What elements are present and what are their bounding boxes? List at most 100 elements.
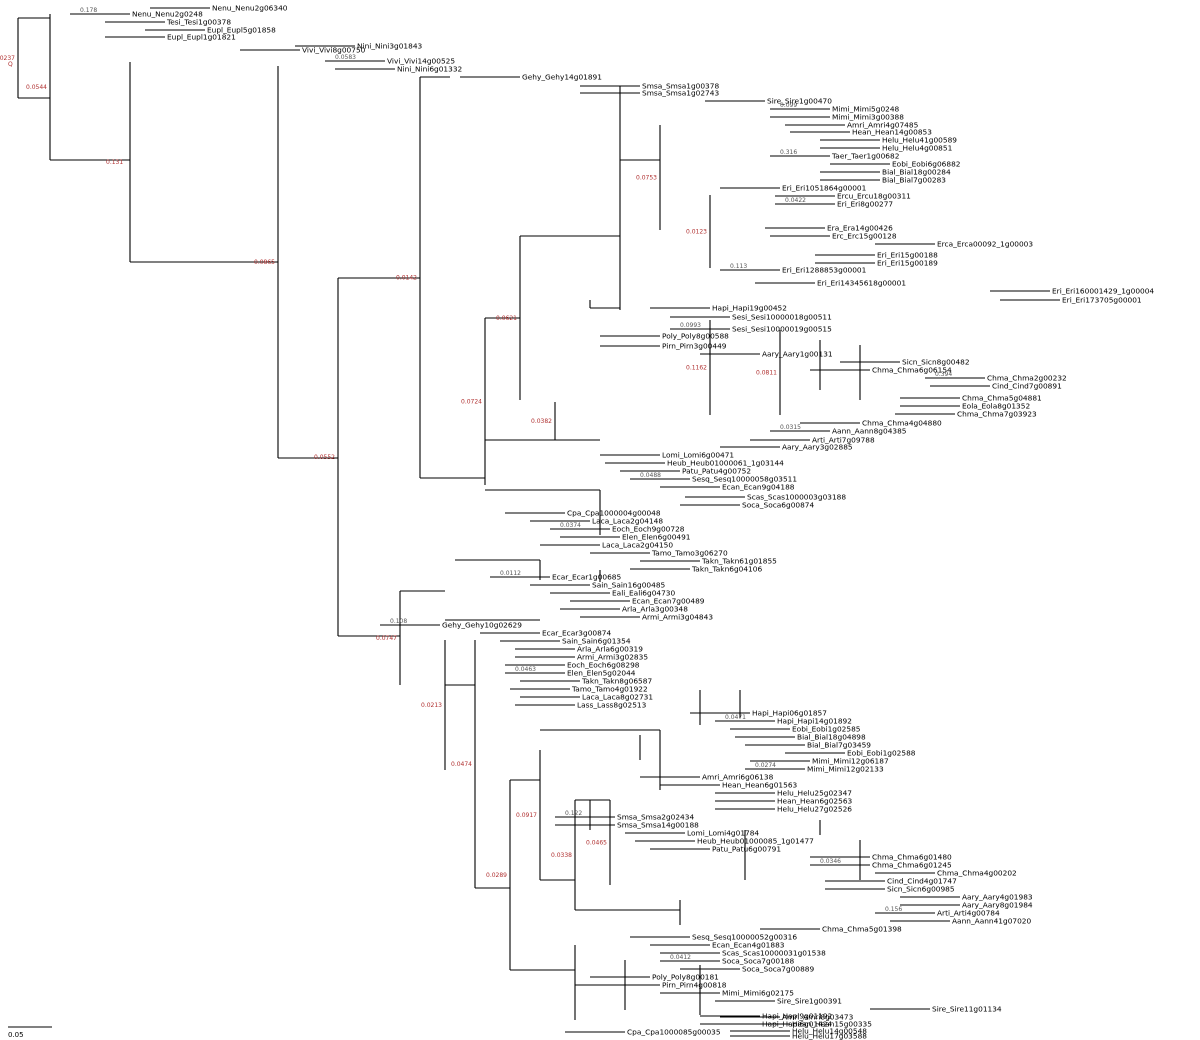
leaf-label: Helu_Helu14g00548 [792, 1027, 867, 1036]
branch-length-label: 0.0993 [680, 322, 701, 329]
leaf-label: Aary_Aary3g02885 [782, 443, 853, 452]
leaf-label: Soca_Soca7g00889 [742, 965, 815, 974]
leaf-label: Soca_Soca6g00874 [742, 501, 815, 510]
leaf-label: Chma_Chma6g06154 [872, 366, 952, 375]
leaf-label: Laca_Laca2g04148 [592, 517, 663, 526]
leaf-label: Eupl_Eupl5g01858 [207, 26, 276, 35]
leaf-label: Smsa_Smsa1g00378 [642, 82, 719, 91]
branch-length-label: 0.0374 [560, 522, 581, 529]
leaf-label: Eobi_Eobi6g06882 [892, 160, 960, 169]
root-marker: Q [8, 61, 13, 68]
leaf-label: Eoch_Eoch9g00728 [612, 525, 685, 534]
leaf-label: Chma_Chma2g00232 [987, 374, 1067, 383]
branch-length-label: 0.0112 [500, 570, 521, 577]
leaf-label: Sire_Sire11g01134 [932, 1005, 1002, 1014]
leaf-label: Hean_Hean6g01563 [722, 781, 798, 790]
leaf-label: Eola_Eola8g01352 [962, 402, 1030, 411]
node-support-label: 0.0465 [586, 840, 607, 847]
leaf-label: Nini_Nini6g01332 [397, 65, 462, 74]
leaf-label: Aary_Aary8g01984 [962, 901, 1033, 910]
node-support-label: 0.0474 [451, 761, 472, 768]
leaf-label: Hapi_Hapi9g01192 [762, 1012, 832, 1021]
leaf-label: Eri_Eri14345618g00001 [817, 279, 906, 288]
node-support-label: 0.0621 [496, 315, 517, 322]
branch-length-label: 0.0471 [725, 714, 746, 721]
leaf-label: Smsa_Smsa14g00188 [617, 821, 699, 830]
leaf-label: Taer_Taer1g00682 [831, 152, 899, 161]
leaf-label: Amri_Amri4g07485 [847, 121, 919, 130]
leaf-label: Vivi_Vivi8g00750 [302, 46, 366, 55]
leaf-label: Aary_Aary4g01983 [962, 893, 1033, 902]
leaf-label: Bial_Bial18g04898 [797, 733, 866, 742]
leaf-label: Nenu_Nenu2g0248 [132, 10, 203, 19]
leaf-label: Ecan_Ecan4g01883 [712, 941, 785, 950]
node-support-label: 0.0811 [756, 370, 777, 377]
node-support-label: 0.0289 [486, 872, 507, 879]
node-support-labels: 0.02370.05440.1310.08650.05520.01420.072… [0, 55, 777, 879]
leaf-label: Aary_Aary1g00131 [762, 350, 833, 359]
leaf-label: Mimi_Mimi3g00388 [832, 113, 904, 122]
leaf-label: Amri_Amri8g03473 [782, 1013, 854, 1022]
branch-length-label: 0.099 [780, 102, 797, 109]
leaf-label: Eali_Eali6g04730 [612, 589, 676, 598]
node-support-label: 0.0142 [396, 275, 417, 282]
leaf-label: Chma_Chma6g01480 [872, 853, 952, 862]
leaf-label: Aann_Aann8g04385 [832, 427, 907, 436]
leaf-label: Eoch_Eoch6g08298 [567, 661, 640, 670]
branch-length-label: 0.0583 [335, 54, 356, 61]
leaf-label: Bial_Bial18g00284 [882, 168, 951, 177]
leaf-label: Patu_Patu6g00791 [712, 845, 781, 854]
leaf-label: Vivi_Vivi14g00525 [387, 57, 455, 66]
leaf-label: Eobi_Eobi1g02585 [792, 725, 861, 734]
leaf-label: Sire_Sire1g00391 [777, 997, 842, 1006]
leaf-label: Elen_Elen5g02044 [567, 669, 636, 678]
node-support-label: 0.0865 [254, 259, 275, 266]
leaf-label: Eri_Eri160001429_1g00004 [1052, 287, 1154, 296]
leaf-label: Hapi_Hapi6g01424 [762, 1020, 833, 1029]
leaf-label: Chma_Chma7g03923 [957, 410, 1037, 419]
node-support-label: 0.0213 [421, 702, 442, 709]
leaf-label: Eri_Eri173705g00001 [1062, 296, 1142, 305]
leaf-label: Poly_Poly8g00588 [662, 332, 729, 341]
leaf-label: Helu_Helu17g03588 [792, 1032, 867, 1040]
leaf-label: Takn_Takn6g04106 [691, 565, 762, 574]
leaf-label: Smsa_Smsa1g02743 [642, 89, 719, 98]
leaf-label: Mimi_Mimi12g02133 [807, 765, 884, 774]
leaf-labels: Nenu_Nenu2g06340Nenu_Nenu2g0248Tesi_Tesi… [132, 4, 1154, 1040]
leaf-label: Takn_Takn8g06587 [581, 677, 652, 686]
leaf-label: Hean_Hean14g00853 [852, 128, 932, 137]
leaf-label: Chma_Chma5g04881 [962, 394, 1042, 403]
leaf-label: Lomi_Lomi4g01784 [687, 829, 759, 838]
branch-length-label: 0.0488 [640, 472, 661, 479]
leaf-label: Mimi_Mimi12g06187 [812, 757, 889, 766]
leaf-label: Scas_Scas1000003g03188 [747, 493, 846, 502]
leaf-label: Sain_Sain6g01354 [562, 637, 631, 646]
leaf-label: Eobi_Eobi1g02588 [847, 749, 916, 758]
leaf-label: Bial_Bial7g00283 [882, 176, 946, 185]
branch-length-label: 0.156 [885, 906, 902, 913]
leaf-label: Gehy_Gehy10g02629 [442, 621, 522, 630]
leaf-label: Ecar_Ecar1g00685 [552, 573, 621, 582]
branch-length-labels: 0.1780.05830.0990.3160.04220.1130.09930.… [80, 7, 952, 961]
node-support-label: 0.0753 [636, 175, 657, 182]
leaf-label: Poly_Poly8g00181 [652, 973, 719, 982]
node-support-label: 0.0747 [376, 635, 397, 642]
branch-length-label: 0.394 [935, 371, 952, 378]
leaf-label: Chma_Chma6g01245 [872, 861, 952, 870]
branch-length-label: 0.0274 [755, 762, 776, 769]
leaf-label: Mimi_Mimi5g0248 [832, 105, 900, 114]
node-support-label: 0.0552 [314, 454, 335, 461]
leaf-label: Arla_Arla3g00348 [622, 605, 688, 614]
leaf-label: Gehy_Gehy14g01891 [522, 73, 602, 82]
leaf-label: Sicn_Sicn6g00985 [887, 885, 955, 894]
branch-length-label: 0.108 [390, 618, 407, 625]
node-support-label: 0.0338 [551, 852, 572, 859]
branch-length-label: 0.0315 [780, 424, 801, 431]
node-support-label: 0.0382 [531, 418, 552, 425]
leaf-label: Eri_Eri1288853g00001 [782, 266, 867, 275]
leaf-label: Ercu_Ercu18g00311 [837, 192, 911, 201]
leaf-label: Era_Era14g00426 [827, 224, 893, 233]
leaf-label: Arla_Arla6g00319 [577, 645, 643, 654]
leaf-label: Helu_Helu25g02347 [777, 789, 852, 798]
